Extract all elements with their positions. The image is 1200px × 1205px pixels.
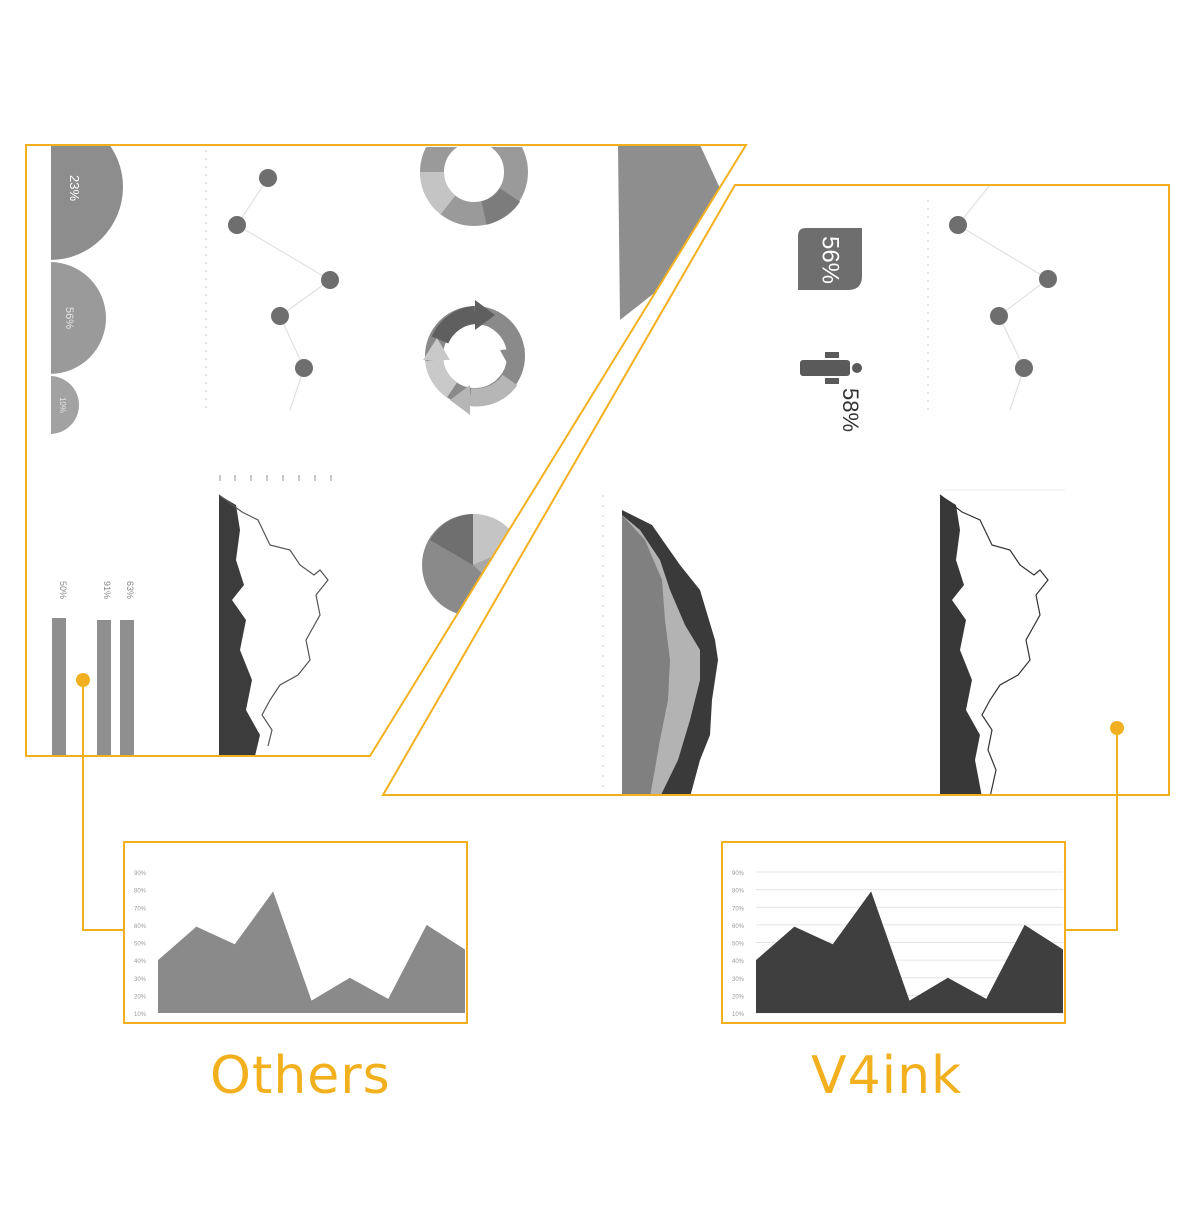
y-tick-label: 80% xyxy=(732,889,745,895)
y-tick-label: 20% xyxy=(134,994,147,1000)
bubble-label-3: 10% xyxy=(58,397,67,413)
others-connector xyxy=(82,680,124,931)
bar-label-3: 63% xyxy=(125,581,135,599)
v4ink-sample-chart: 10% 20% 30% 40% 50% 60% 70% 80% 90% xyxy=(721,841,1066,1024)
area-series xyxy=(756,891,1063,1013)
area-series xyxy=(158,891,465,1013)
y-tick-label: 40% xyxy=(134,959,147,965)
bubble-large xyxy=(26,145,123,260)
vertical-bars xyxy=(52,618,134,756)
v4ink-frame xyxy=(381,184,1170,796)
v4ink-connector xyxy=(1065,728,1118,931)
y-tick-label: 20% xyxy=(732,994,745,1000)
y-tick-label: 80% xyxy=(134,889,147,895)
y-tick-label: 70% xyxy=(732,906,745,912)
cycle-diagram xyxy=(423,300,525,415)
left-bar-ticks xyxy=(219,475,332,481)
v4ink-panel-content: 56% 58% xyxy=(383,185,1169,795)
others-connector-dot xyxy=(76,673,90,687)
y-tick-label: 70% xyxy=(134,906,147,912)
right-timeline xyxy=(927,185,1057,411)
donut-chart xyxy=(420,145,530,226)
y-tick-label: 90% xyxy=(732,871,745,877)
y-tick-label: 50% xyxy=(134,942,147,948)
person-icon xyxy=(800,352,862,384)
others-sample-chart: 10% 20% 30% 40% 50% 60% 70% 80% 90% xyxy=(123,841,468,1024)
person-value: 58% xyxy=(838,388,863,432)
timeline-dots xyxy=(228,169,339,377)
others-frame xyxy=(25,144,748,757)
layered-area-chart xyxy=(602,495,718,795)
right-line-area-chart xyxy=(939,489,1065,795)
y-tick-label: 40% xyxy=(732,959,745,965)
bar-label-2: 91% xyxy=(102,581,112,599)
y-tick-label: 10% xyxy=(732,1012,745,1018)
bubble-label-1: 23% xyxy=(67,175,82,201)
bar-label-1: 50% xyxy=(58,581,68,599)
v4ink-caption: V4ink xyxy=(811,1046,963,1106)
y-tick-label: 90% xyxy=(134,871,147,877)
bubble-label-2: 56% xyxy=(63,307,75,329)
y-tick-label: 10% xyxy=(134,1012,147,1018)
y-tick-label: 60% xyxy=(732,924,745,930)
y-tick-label: 30% xyxy=(732,977,745,983)
left-line-area-chart xyxy=(218,494,329,756)
others-caption: Others xyxy=(210,1046,391,1106)
percent-badge xyxy=(798,228,862,290)
bubble-medium xyxy=(26,262,106,374)
y-tick-label: 30% xyxy=(134,977,147,983)
v4ink-connector-dot xyxy=(1110,721,1124,735)
badge-value: 56% xyxy=(817,236,844,284)
y-tick-label: 50% xyxy=(732,942,745,948)
y-tick-label: 60% xyxy=(134,924,147,930)
